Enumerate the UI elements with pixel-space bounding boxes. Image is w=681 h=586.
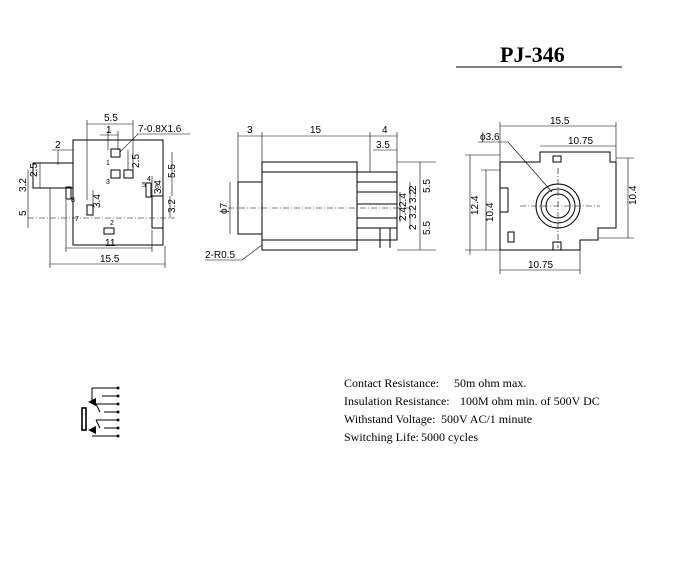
footprint-tab-right — [151, 195, 164, 229]
spec-label: Withstand Voltage: — [344, 412, 435, 426]
footprint-view: 1 3 5 4 6 8 7 2 5.5 1 7-0.8X1.6 2 2.5 3.… — [18, 113, 190, 268]
spec-value: 500V AC/1 minute — [441, 412, 532, 426]
dim-label: 10.4 — [628, 185, 639, 205]
dim-label: 3 — [247, 125, 253, 136]
pin-pad — [103, 227, 115, 235]
dim-label: 3.2 — [18, 178, 29, 192]
pin-number: 2 — [110, 220, 114, 227]
side-view: 3 15 4 3.5 ϕ7 2-R0.5 5.5 5.5 2 3.2 2.4 2… — [205, 125, 436, 261]
pin-number: 8 — [71, 197, 75, 204]
pin-number: 3 — [106, 179, 110, 186]
dim-label: 2.5 — [29, 163, 40, 177]
spec-value: 100M ohm min. of 500V DC — [460, 394, 600, 408]
pin-pad — [123, 169, 134, 179]
dim-label: 15.5 — [100, 254, 120, 265]
dim-label: 2 — [408, 224, 419, 230]
pin-pad — [110, 169, 121, 179]
pin-number: 6 — [155, 184, 159, 191]
dim-label: 3.4 — [92, 194, 103, 208]
contact-arrow — [88, 398, 96, 406]
pin-number: 7 — [75, 216, 79, 223]
dim-label: 3.2 — [408, 205, 419, 219]
dim-label: 4 — [382, 125, 388, 136]
schematic-symbol — [81, 386, 120, 438]
footprint-body — [72, 139, 164, 246]
pin-number: 5 — [142, 182, 146, 189]
dim-label: 2.4 — [398, 193, 409, 207]
front-view: 15.5 ϕ3.6 10.75 12.4 10.4 10.4 10.75 — [465, 116, 639, 274]
pin-pad — [110, 148, 121, 158]
spec-value: 50m ohm max. — [454, 376, 526, 390]
dim-label: 10.75 — [528, 260, 553, 271]
dim-label: 3.4 — [153, 180, 164, 194]
spec-label: Insulation Resistance: — [344, 394, 450, 408]
dim-label: 15 — [310, 125, 322, 136]
dim-label: 11 — [105, 238, 116, 249]
dim-label: 1 — [106, 125, 112, 136]
dim-label: 5.5 — [422, 221, 433, 235]
dim-label: ϕ3.6 — [480, 132, 500, 143]
pin-pad — [65, 186, 72, 200]
dim-label: 2.5 — [131, 154, 142, 168]
dim-label: 5.5 — [167, 164, 178, 178]
dim-label: 3.5 — [376, 140, 390, 151]
contact-arrow — [88, 426, 96, 434]
part-title: PJ-346 — [500, 42, 565, 67]
spec-label: Contact Resistance: — [344, 376, 439, 390]
dim-label: ϕ7 — [219, 202, 230, 214]
rear-pins — [356, 171, 398, 241]
dim-label: 5 — [18, 210, 29, 216]
spec-list: Contact Resistance: 50m ohm max. Insulat… — [344, 376, 600, 444]
dim-label: 10.4 — [485, 202, 496, 222]
dim-label: 5.5 — [422, 179, 433, 193]
pin-number: 1 — [106, 160, 110, 167]
dim-label: 2 — [55, 140, 61, 151]
plug-contact — [81, 407, 87, 431]
spec-value: 5000 cycles — [421, 430, 478, 444]
dim-label: 5.5 — [104, 113, 118, 124]
dim-label: 7-0.8X1.6 — [138, 124, 182, 135]
dim-label: 10.75 — [568, 136, 593, 147]
dim-label: 3.2 — [167, 199, 178, 213]
pin-pad — [145, 182, 152, 198]
dim-label: 3.2 — [408, 189, 419, 203]
spec-label: Switching Life: — [344, 430, 419, 444]
dim-label: 2.4 — [398, 207, 409, 221]
side-body — [261, 161, 358, 251]
dim-label: 2 — [408, 185, 419, 191]
pin-number: 4 — [147, 176, 151, 183]
dim-label: 2-R0.5 — [205, 250, 235, 261]
dim-label: 12.4 — [470, 195, 481, 215]
dim-label: 15.5 — [550, 116, 570, 127]
